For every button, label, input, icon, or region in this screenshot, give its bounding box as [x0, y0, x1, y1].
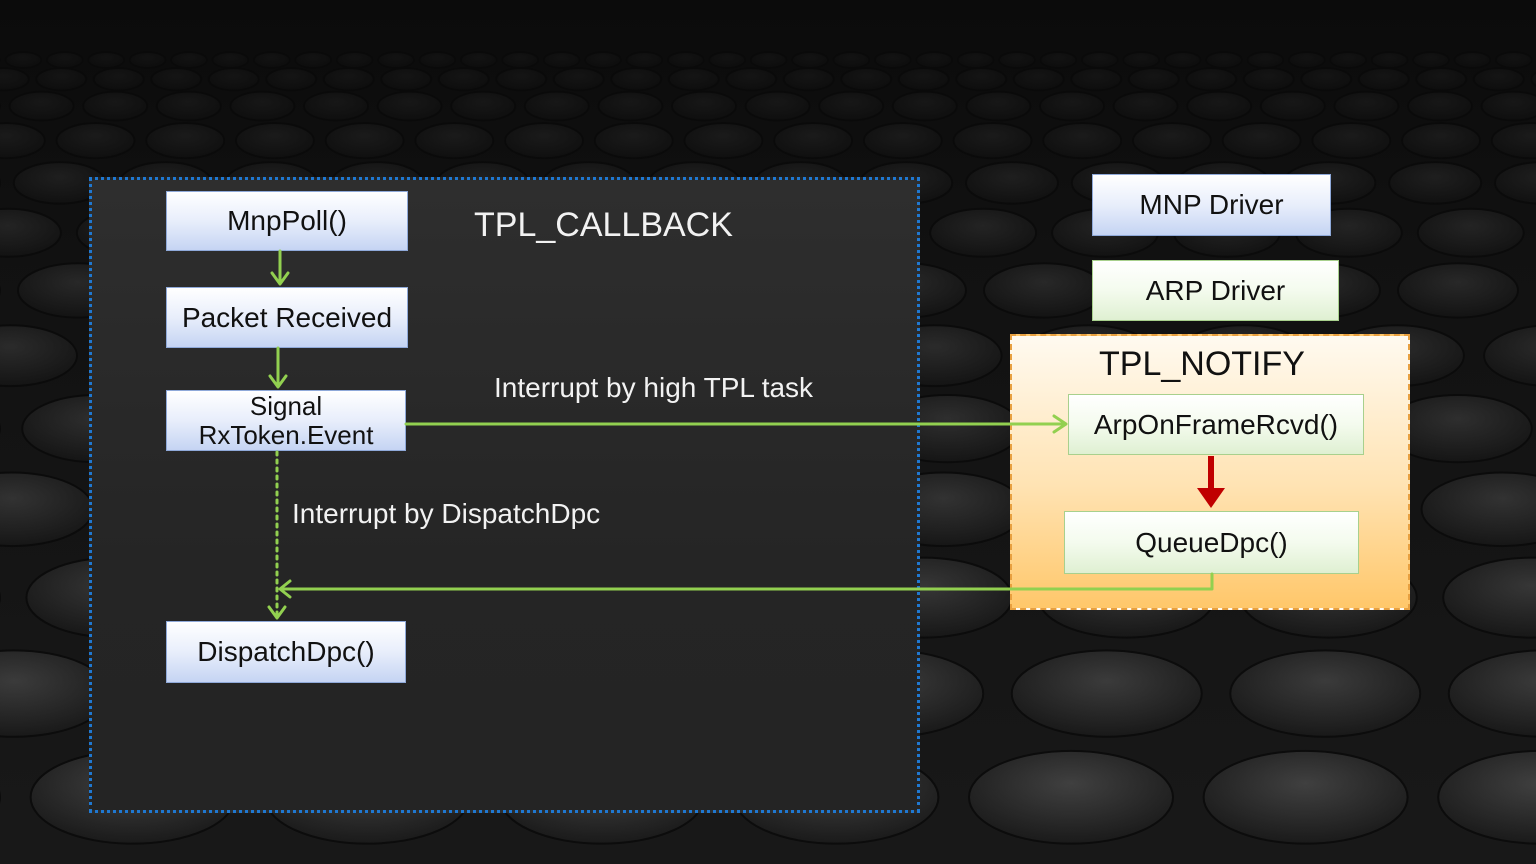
tpl-notify-title: TPL_NOTIFY [1099, 345, 1305, 383]
signal-event-box: Signal RxToken.Event [166, 390, 406, 451]
signal-line-1: Signal [249, 390, 323, 421]
arp-on-frame-rcvd-box: ArpOnFrameRcvd() [1068, 394, 1364, 455]
packet-received-box: Packet Received [166, 287, 408, 348]
tpl-callback-title: TPL_CALLBACK [474, 206, 733, 244]
tpl-callback-region [89, 177, 920, 813]
mnp-driver-legend: MNP Driver [1092, 174, 1331, 236]
edge-label-dispatch: Interrupt by DispatchDpc [292, 498, 601, 529]
edge-label-high-tpl: Interrupt by high TPL task [494, 372, 814, 403]
queue-dpc-box: QueueDpc() [1064, 511, 1359, 574]
signal-line-2: RxToken.Event [198, 419, 374, 450]
arp-driver-legend: ARP Driver [1092, 260, 1339, 321]
dispatch-dpc-box: DispatchDpc() [166, 621, 406, 683]
mnp-poll-box: MnpPoll() [166, 191, 408, 251]
